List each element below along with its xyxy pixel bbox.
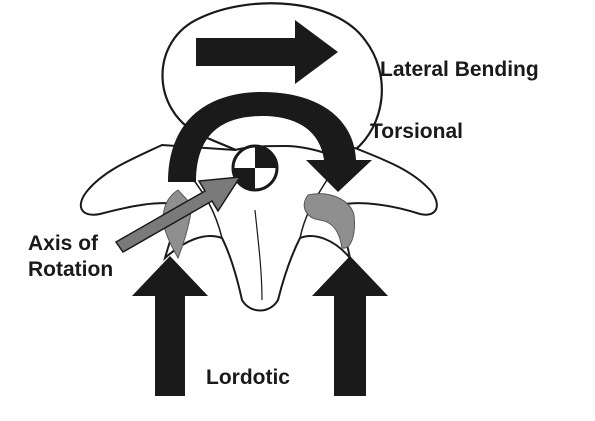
lateral-bending-label: Lateral Bending <box>380 58 539 81</box>
axis-marker-icon <box>231 144 279 192</box>
torsional-label: Torsional <box>370 120 463 143</box>
posterior-elements <box>79 143 438 312</box>
torsional-arrow-icon <box>168 92 372 192</box>
facet-right <box>303 193 355 249</box>
lateral-bending-arrow-icon <box>196 20 338 84</box>
axis-of-rotation-label-line1: Axis of <box>28 232 99 255</box>
lordotic-arrow-left-icon <box>132 256 208 396</box>
axis-pointer-arrow-icon <box>114 176 242 253</box>
lordotic-arrow-right-icon <box>312 256 388 396</box>
spinous-process-contour <box>254 209 263 301</box>
lordotic-label: Lordotic <box>206 366 290 389</box>
axis-of-rotation-label-line2: Rotation <box>28 258 114 281</box>
